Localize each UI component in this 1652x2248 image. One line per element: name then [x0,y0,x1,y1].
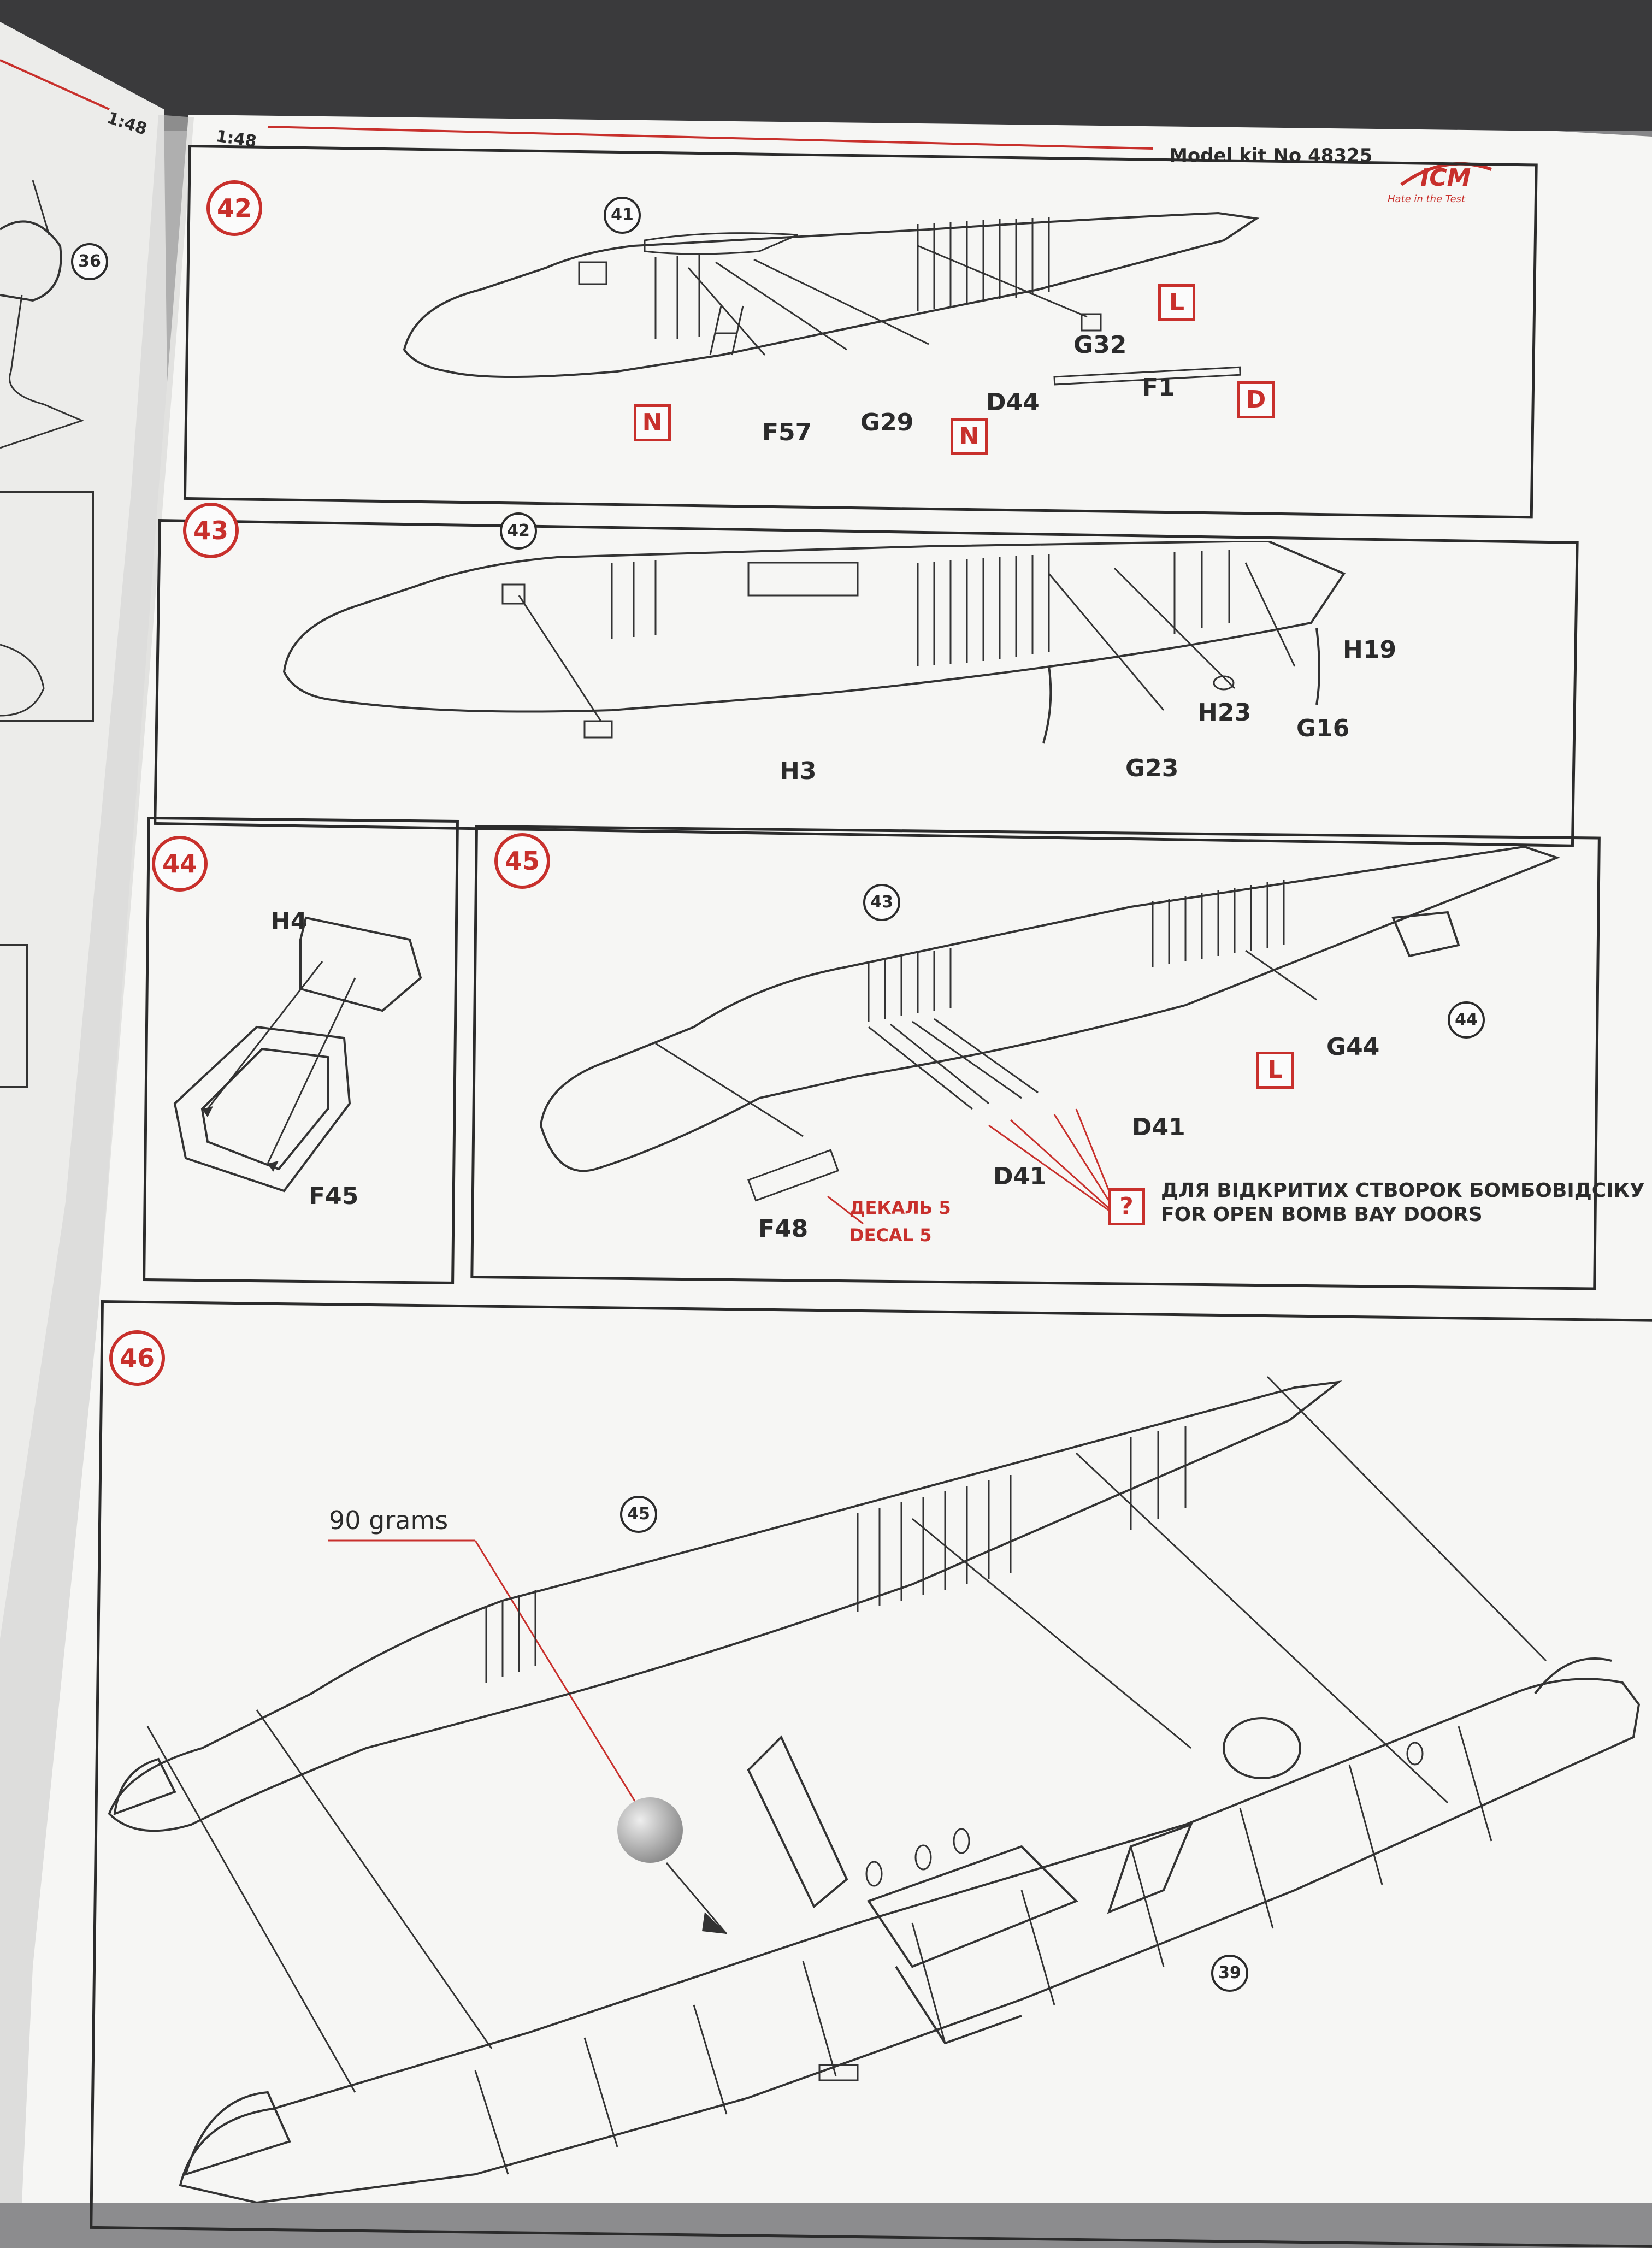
step-42-ref: 41 [604,197,641,234]
step-43-fuselage-drawing [282,541,1346,744]
part-label: H19 [1343,636,1397,664]
part-label: H3 [780,757,817,785]
step-42-fuselage-drawing [403,211,1260,386]
weight-note: 90 grams [329,1506,449,1535]
weight-ball-icon [617,1797,683,1863]
step-46-ref-2: 39 [1211,1955,1248,1992]
step-43-number: 43 [183,503,239,558]
part-label: F45 [309,1182,359,1210]
step-45-ref: 43 [863,884,900,921]
step-46-number: 46 [109,1330,165,1386]
brand-name: ICM [1420,164,1471,192]
step-44-number: 44 [152,836,208,892]
background-surface [0,0,1652,2203]
part-label: F1 [1142,374,1175,402]
step-45-number: 45 [494,833,550,889]
decal-label-ua: ДЕКАЛЬ 5 [849,1197,951,1218]
red-marker-box: N [634,404,671,441]
part-label: G23 [1125,754,1179,782]
step-46-assembly-drawing [108,1376,1641,2203]
step-ref-circle: 36 [71,243,108,280]
part-label: G32 [1073,331,1127,359]
part-label: G29 [860,409,914,436]
part-label: D44 [986,388,1040,416]
part-label: F57 [762,418,812,446]
header-rule [0,59,1153,150]
brand-tagline: Hate in the Test [1388,193,1466,205]
step-45-ref-2: 44 [1448,1001,1485,1039]
step-43-ref: 42 [500,512,537,550]
step-46-ref: 45 [620,1496,657,1533]
red-marker-box: D [1237,381,1275,418]
red-marker-box: L [1256,1052,1294,1089]
step-44-canopy-drawing [173,916,422,1193]
part-label: H4 [270,907,308,935]
bomb-bay-note-en: FOR OPEN BOMB BAY DOORS [1161,1203,1483,1226]
brand-logo: ICM [1396,158,1494,197]
red-marker-box: L [1158,284,1195,321]
question-marker-box: ? [1108,1188,1145,1225]
bomb-bay-note-ua: ДЛЯ ВІДКРИТИХ СТВОРОК БОМБОВІДСІКУ [1161,1179,1645,1202]
left-page-drawing [0,180,94,1088]
part-label: D41 [993,1163,1047,1190]
part-label: D41 [1132,1113,1185,1141]
part-label: G16 [1296,715,1350,742]
red-marker-box: N [951,418,988,455]
decal-label-en: DECAL 5 [849,1225,932,1246]
part-label: G44 [1326,1033,1380,1061]
part-label: H23 [1197,699,1252,727]
icm-logo-icon: ICM [1400,162,1492,192]
step-42-number: 42 [206,180,262,236]
part-label: F48 [758,1215,809,1243]
model-kit-number: Model kit No 48325 [1169,145,1373,167]
